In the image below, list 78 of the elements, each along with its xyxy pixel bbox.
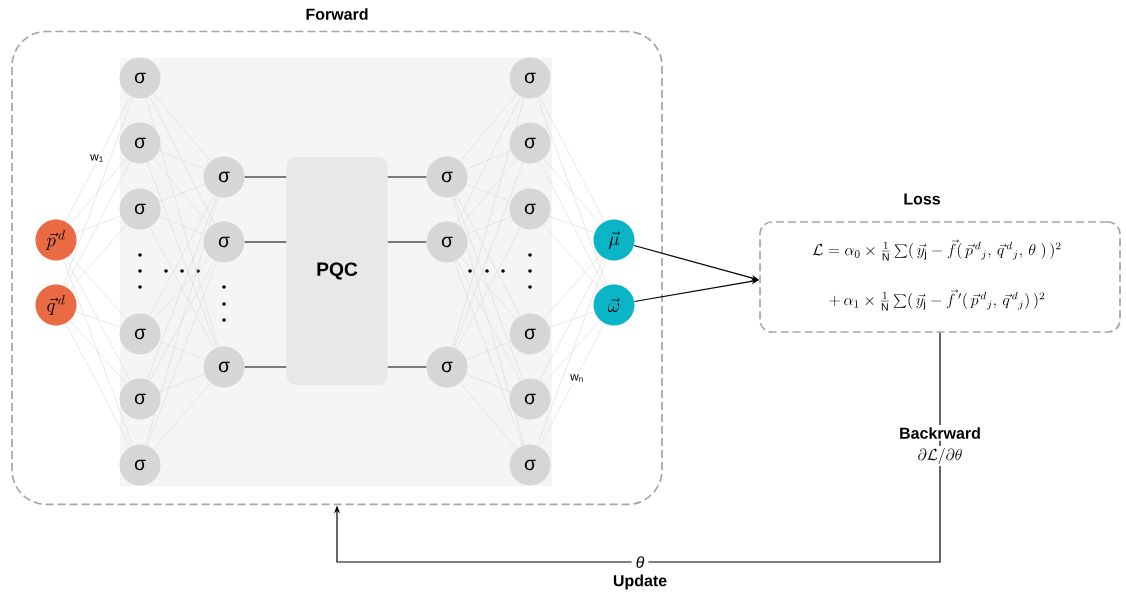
connection-line: [147, 162, 217, 348]
connection-line: [466, 374, 511, 392]
connection-line: [153, 93, 211, 162]
connection-line: [549, 215, 595, 234]
connection-line: [543, 158, 601, 225]
formula: $\mathcal{L} = \alpha_0\times \frac{1}{\mathrm{N}}\sum(\,\vec{y}_{\mathrm{j}} - \vec{f}(\,\vec{p}^{\,d}{}_{j},\, \vec{q}^{\,d}{}_{j},\, \theta\;)\,)^2$: [812, 239, 1061, 261]
connection-line: [65, 323, 131, 447]
connection-line: [456, 227, 521, 349]
wire: [387, 366, 427, 368]
connection-line: [539, 258, 605, 381]
connection-line: [159, 374, 205, 392]
formula: $+\,\alpha_1\times \frac{1}{\mathrm{N}}\sum(\,\vec{y}_{\mathrm{j}} - \vec{f}\,'(\,\vec{p}^{\,d}{}_{j},\, \vec{q}^{\,d}{}_{j})\,)^2$: [829, 289, 1045, 311]
connection-line: [75, 215, 121, 234]
wire: [244, 241, 287, 243]
connection-line: [539, 96, 605, 222]
connection-line: [543, 255, 601, 319]
edge-label: θ: [631, 552, 649, 572]
wire: [244, 176, 287, 178]
connection-line: [453, 162, 524, 348]
connection-line: [456, 96, 521, 224]
connection-line: [460, 382, 517, 450]
weight-label: w$_{n}$: [568, 372, 586, 384]
connection-line: [466, 184, 511, 202]
connection-line: [65, 161, 131, 287]
connection-line: [69, 255, 127, 319]
circuit-box: PQC: [286, 157, 388, 385]
connection-line: [539, 161, 605, 287]
connection-line: [454, 261, 524, 446]
connection-line: [145, 97, 219, 348]
connection-line: [153, 158, 211, 227]
connection-line: [149, 195, 215, 316]
connection-line: [65, 96, 131, 222]
connection-line: [159, 341, 205, 360]
connection-line: [149, 227, 215, 349]
feedback-arrow: [333, 332, 941, 563]
connection-line: [147, 261, 217, 446]
connection-line: [69, 158, 127, 225]
connection-line: [153, 257, 211, 319]
connection-line: [63, 259, 133, 446]
connection-line: [539, 323, 605, 447]
connection-line: [460, 93, 517, 162]
connection-line: [454, 196, 523, 380]
connection-line: [147, 196, 217, 380]
connection-line: [466, 341, 511, 360]
connection-line: [456, 195, 521, 316]
formula: $\partial\mathcal{L}/\partial\theta$: [915, 446, 965, 466]
connection-line: [452, 97, 525, 348]
wire: [244, 366, 287, 368]
connection-line: [159, 150, 206, 170]
connection-line: [465, 150, 512, 170]
connection-line: [149, 260, 215, 381]
wire: [387, 241, 427, 243]
connection-line: [549, 311, 595, 328]
box-title: Loss: [904, 193, 940, 205]
connection-line: [153, 382, 211, 450]
connection-line: [145, 196, 219, 446]
wire: [387, 176, 427, 178]
step-label: Update: [610, 572, 670, 592]
weight-label: w$_{1}$: [88, 152, 106, 164]
connection-line: [460, 158, 517, 227]
connection-line: [537, 259, 607, 446]
connection-line: [69, 224, 127, 290]
step-label: Backrward: [897, 425, 983, 441]
connection-line: [460, 257, 517, 319]
connection-line: [65, 258, 131, 381]
connection-line: [62, 97, 134, 286]
connection-line: [466, 216, 511, 235]
connection-line: [75, 311, 121, 328]
connection-line: [452, 196, 525, 446]
connection-line: [536, 97, 608, 286]
connection-line: [159, 184, 205, 202]
connection-line: [69, 320, 127, 384]
connection-line: [149, 96, 215, 224]
connection-line: [456, 260, 521, 381]
frame-title: Forward: [306, 8, 368, 20]
connection-line: [543, 224, 601, 290]
connection-line: [543, 320, 601, 384]
connection-line: [159, 216, 205, 235]
